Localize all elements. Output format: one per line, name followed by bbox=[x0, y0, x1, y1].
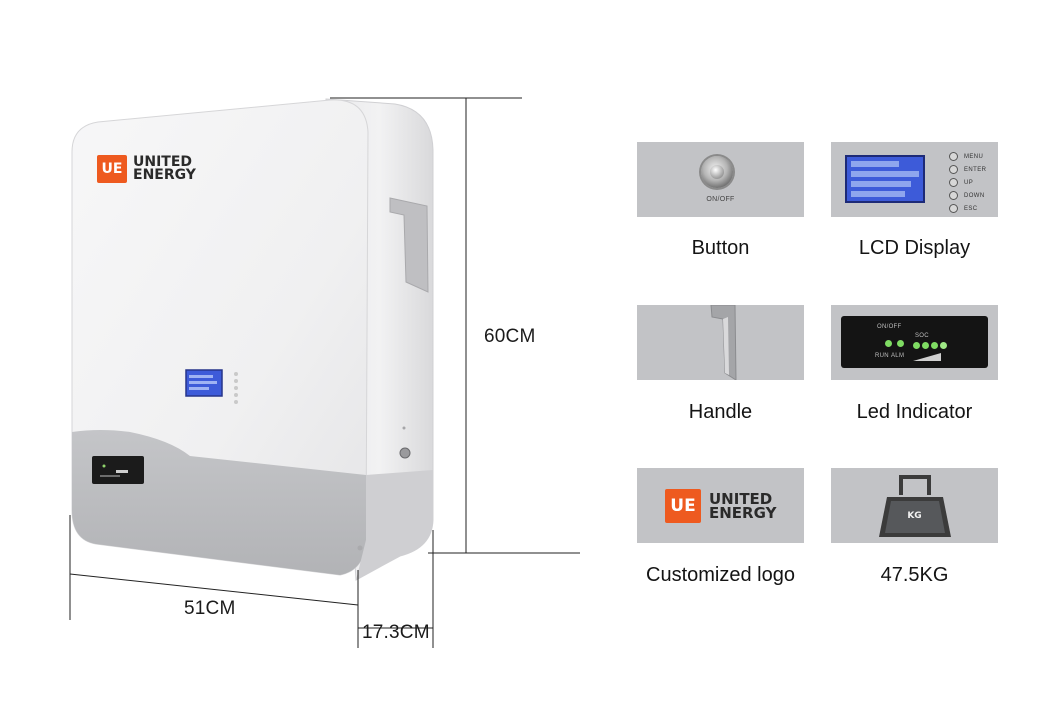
handle-caption: Handle bbox=[688, 401, 753, 423]
battery-lower-band bbox=[72, 430, 366, 575]
handle-feature-tile bbox=[637, 305, 804, 380]
brand-logo-icon: UE bbox=[97, 155, 127, 183]
weight-icon-label: KG bbox=[907, 511, 922, 521]
lcd-feature-tile: MENU ENTER UP DOWN ESC bbox=[831, 142, 998, 217]
led-caption: Led Indicator bbox=[856, 401, 973, 423]
custom-brand-logo: UE UNITED ENERGY bbox=[665, 489, 776, 523]
battery-illustration bbox=[69, 97, 580, 648]
handle-icon bbox=[710, 305, 737, 380]
button-caption: Button bbox=[691, 237, 750, 259]
led-label-alm: ALM bbox=[891, 353, 905, 359]
lcd-key-up: UP bbox=[964, 179, 974, 186]
led-soc-bar-icon bbox=[913, 353, 941, 361]
lcd-key-enter: ENTER bbox=[964, 166, 987, 173]
led-label-soc: SOC bbox=[915, 333, 929, 339]
height-label: 60CM bbox=[484, 326, 536, 347]
brand-line-2: ENERGY bbox=[133, 167, 196, 183]
logo-feature-tile: UE UNITED ENERGY bbox=[637, 468, 804, 543]
power-button-icon bbox=[701, 156, 733, 188]
weight-caption: 47.5KG bbox=[880, 564, 949, 586]
led-feature-tile: ON/OFF SOC RUN ALM bbox=[831, 305, 998, 380]
width-line bbox=[69, 573, 359, 606]
lcd-screen-icon bbox=[845, 155, 925, 203]
battery-side-power-button bbox=[399, 447, 411, 459]
led-panel-icon: ON/OFF SOC RUN ALM bbox=[841, 316, 988, 368]
battery-brand-logo: UE UNITED ENERGY bbox=[97, 155, 196, 183]
logo-caption: Customized logo bbox=[646, 564, 795, 586]
power-button-label: ON/OFF bbox=[706, 196, 735, 203]
weight-icon bbox=[879, 475, 951, 537]
led-label-run: RUN bbox=[875, 353, 889, 359]
lcd-key-menu: MENU bbox=[964, 153, 984, 160]
button-feature-tile: ON/OFF bbox=[637, 142, 804, 217]
led-label-onoff: ON/OFF bbox=[877, 324, 902, 330]
lcd-key-down: DOWN bbox=[964, 192, 985, 199]
lcd-caption: LCD Display bbox=[858, 237, 971, 259]
lcd-key-esc: ESC bbox=[964, 205, 978, 212]
lcd-keypad: MENU ENTER UP DOWN ESC bbox=[949, 150, 986, 215]
custom-brand-line-2: ENERGY bbox=[709, 504, 777, 522]
brand-logo-icon: UE bbox=[665, 489, 701, 523]
width-label: 51CM bbox=[184, 598, 236, 619]
custom-brand-line-1: UNITED bbox=[709, 489, 773, 508]
battery-side-handle bbox=[389, 197, 429, 293]
weight-feature-tile: KG bbox=[831, 468, 998, 543]
brand-line-1: UNITED bbox=[133, 153, 193, 170]
depth-label: 17.3CM bbox=[362, 622, 430, 643]
